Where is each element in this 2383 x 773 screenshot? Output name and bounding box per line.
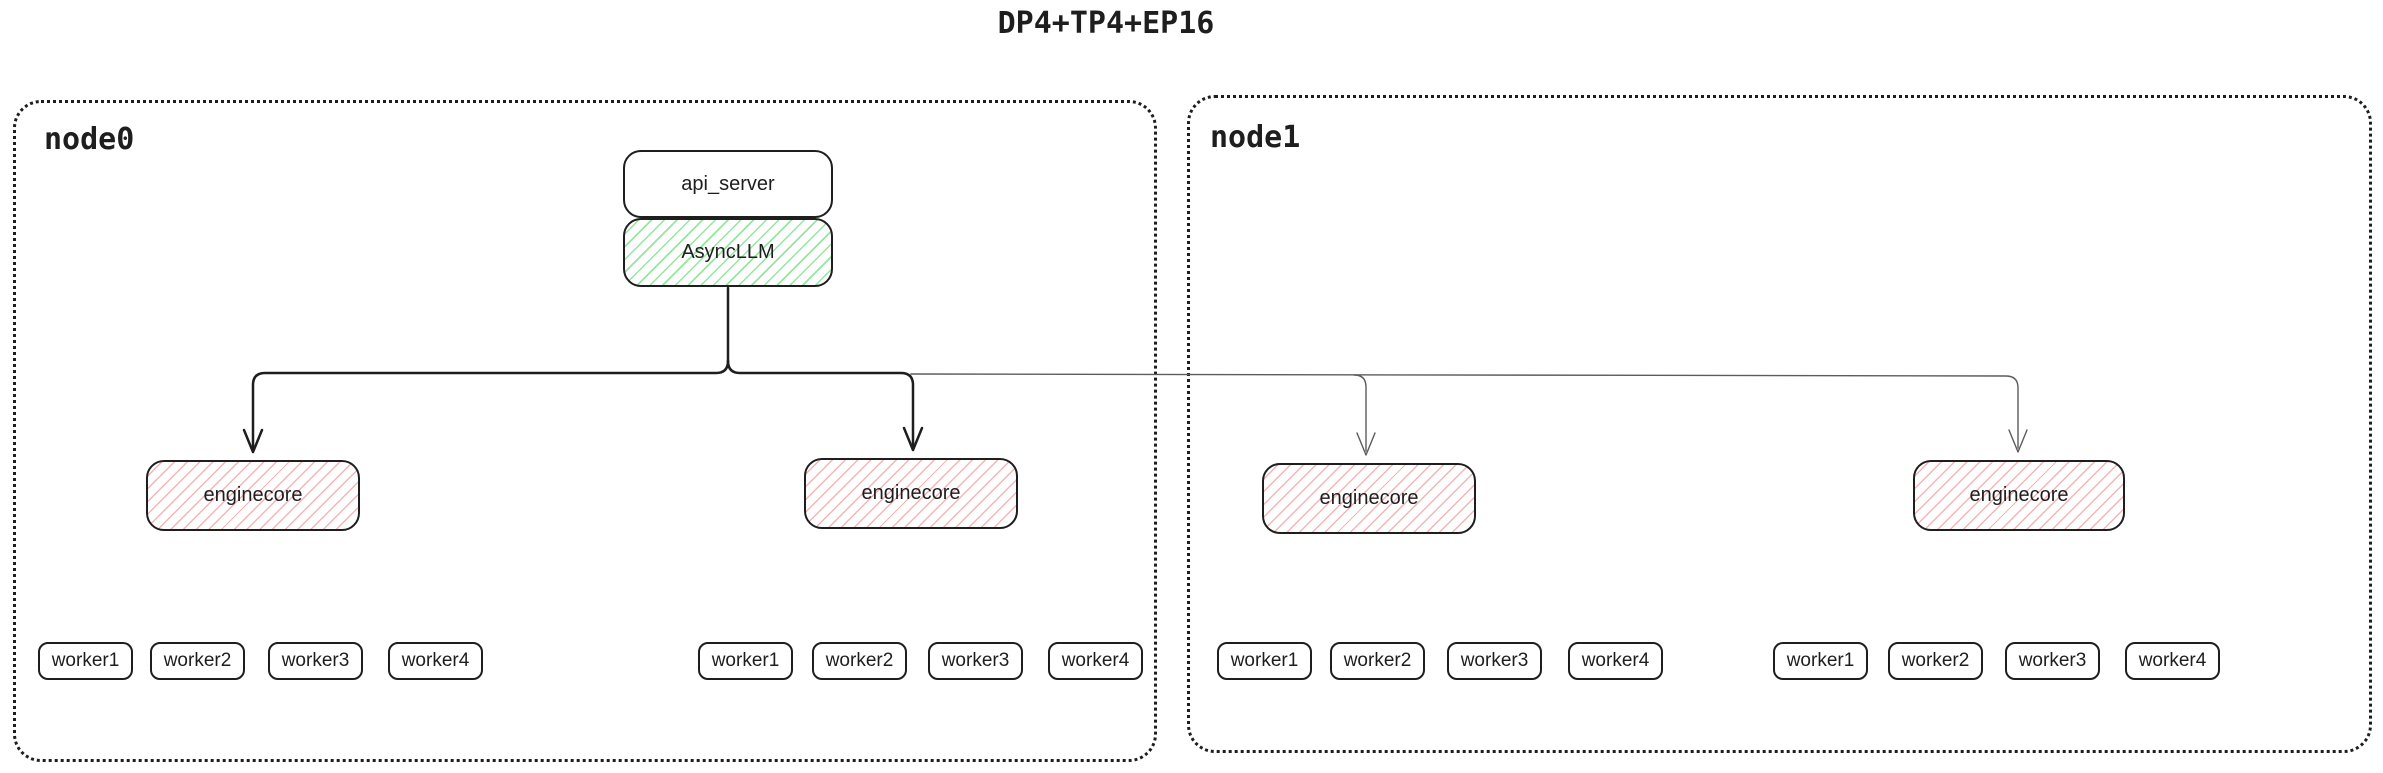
worker-label: worker3 xyxy=(281,650,350,671)
enginecore2-label: enginecore xyxy=(861,482,961,504)
worker-box: worker4 xyxy=(1048,642,1143,680)
worker-box: worker4 xyxy=(2125,642,2220,680)
worker-label: worker3 xyxy=(1460,650,1529,671)
worker-box: worker4 xyxy=(1568,642,1663,680)
worker-label: worker4 xyxy=(1581,650,1650,671)
node1-label: node1 xyxy=(1210,120,1301,155)
worker-label: worker1 xyxy=(1786,650,1855,671)
enginecore3-box: enginecore xyxy=(1262,463,1476,534)
worker-box: worker1 xyxy=(38,642,133,680)
worker-label: worker2 xyxy=(1901,650,1970,671)
worker-label: worker3 xyxy=(941,650,1010,671)
worker-label: worker4 xyxy=(1061,650,1130,671)
worker-box: worker1 xyxy=(1773,642,1868,680)
enginecore3-label: enginecore xyxy=(1319,487,1419,509)
worker-box: worker2 xyxy=(812,642,907,680)
worker-box: worker1 xyxy=(1217,642,1312,680)
worker-box: worker3 xyxy=(2005,642,2100,680)
worker-box: worker2 xyxy=(150,642,245,680)
worker-label: worker2 xyxy=(825,650,894,671)
worker-box: worker3 xyxy=(928,642,1023,680)
worker-label: worker1 xyxy=(1230,650,1299,671)
node0-label: node0 xyxy=(44,122,135,157)
worker-box: worker4 xyxy=(388,642,483,680)
api-server-box: api_server xyxy=(623,150,833,218)
worker-label: worker4 xyxy=(2138,650,2207,671)
asyncllm-box: AsyncLLM xyxy=(623,218,833,287)
enginecore2-box: enginecore xyxy=(804,458,1018,529)
worker-box: worker3 xyxy=(1447,642,1542,680)
worker-label: worker2 xyxy=(163,650,232,671)
asyncllm-label: AsyncLLM xyxy=(681,241,775,263)
worker-label: worker1 xyxy=(711,650,780,671)
worker-label: worker2 xyxy=(1343,650,1412,671)
worker-box: worker1 xyxy=(698,642,793,680)
enginecore1-label: enginecore xyxy=(203,484,303,506)
worker-box: worker2 xyxy=(1330,642,1425,680)
enginecore1-box: enginecore xyxy=(146,460,360,531)
enginecore4-label: enginecore xyxy=(1969,484,2069,506)
worker-label: worker3 xyxy=(2018,650,2087,671)
enginecore4-box: enginecore xyxy=(1913,460,2125,531)
worker-label: worker4 xyxy=(401,650,470,671)
diagram-title: DP4+TP4+EP16 xyxy=(997,6,1215,41)
worker-label: worker1 xyxy=(51,650,120,671)
worker-box: worker2 xyxy=(1888,642,1983,680)
api-server-label: api_server xyxy=(681,172,775,195)
worker-box: worker3 xyxy=(268,642,363,680)
